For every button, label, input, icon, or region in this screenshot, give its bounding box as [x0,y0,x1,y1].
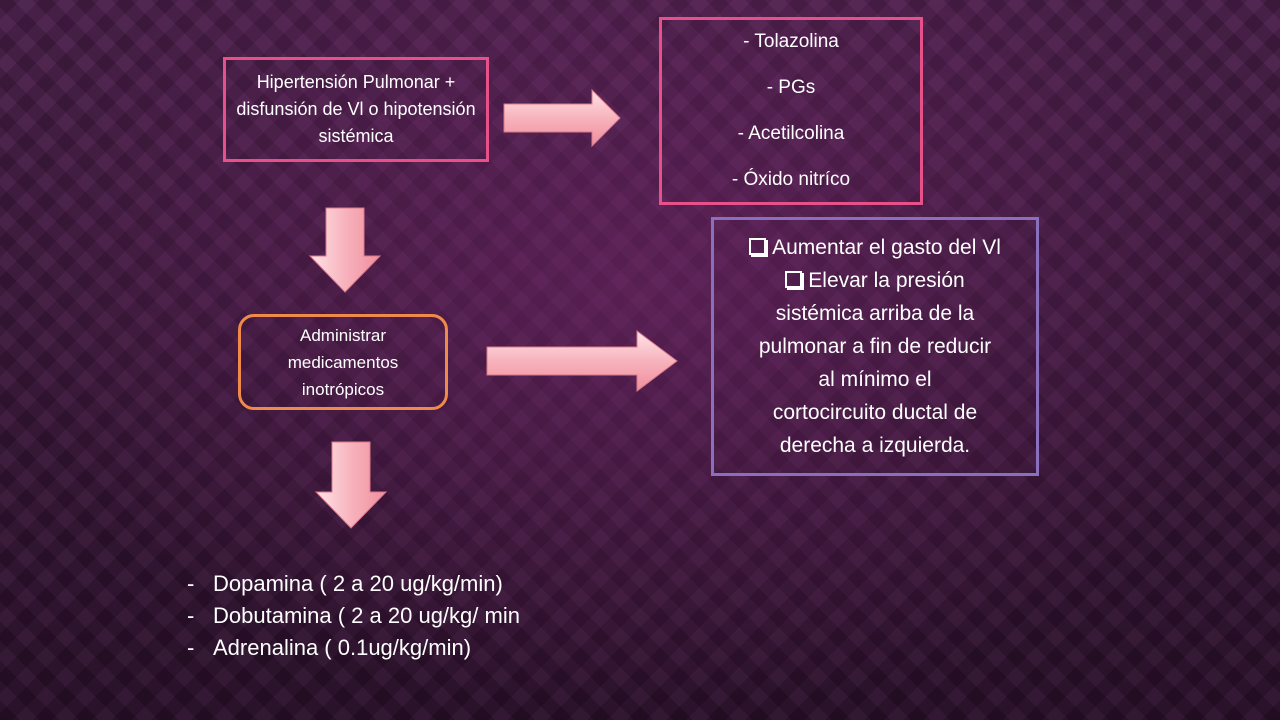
inotropic-box: Administrar medicamentos inotrópicos [238,314,448,410]
vasodilator-item: - PGs [766,77,816,98]
goal-item-1-text: Aumentar el gasto del Vl [772,236,1001,259]
checkbox-icon [785,271,803,288]
vasodilator-list: - Tolazolina - PGs - Acetilcolina - Óxid… [732,19,850,203]
goal-item-2-line: pulmonar a fin de reducir [758,335,992,358]
drug-item: Dobutamina ( 2 a 20 ug/kg/ min [183,600,543,632]
inotropic-text: Administrar medicamentos inotrópicos [287,325,399,399]
arrow-right-top [503,88,621,148]
problem-box: Hipertensión Pulmonar + disfunsión de Vl… [223,57,489,162]
goal-item-2-line: derecha a izquierda. [779,434,971,457]
goal-item-2-line: sistémica arriba de la [775,302,975,325]
arrow-down-bottom [314,441,388,529]
goal-item-2-line: al mínimo el [818,368,932,391]
goals-box: Aumentar el gasto del Vl Elevar la presi… [711,217,1039,476]
inotropic-drug-list: Dopamina ( 2 a 20 ug/kg/min) Dobutamina … [183,568,543,664]
arrow-right-middle [486,330,678,392]
vasodilator-item: - Óxido nitríco [731,169,851,190]
checkbox-icon [749,238,767,255]
goal-item-2-line: Elevar la presión [808,269,965,292]
vasodilator-item: - Acetilcolina [737,123,845,144]
drug-item: Adrenalina ( 0.1ug/kg/min) [183,632,543,664]
vasodilators-box: - Tolazolina - PGs - Acetilcolina - Óxid… [659,17,923,205]
goal-item-1: Aumentar el gasto del Vl [749,231,1001,264]
goal-item-2-line: cortocircuito ductal de [772,401,978,424]
drug-item: Dopamina ( 2 a 20 ug/kg/min) [183,568,543,600]
goal-item-2: Elevar la presión [785,264,965,297]
vasodilator-item: - Tolazolina [743,31,839,52]
problem-text: Hipertensión Pulmonar + disfunsión de Vl… [236,72,476,146]
arrow-down-top [308,207,382,293]
